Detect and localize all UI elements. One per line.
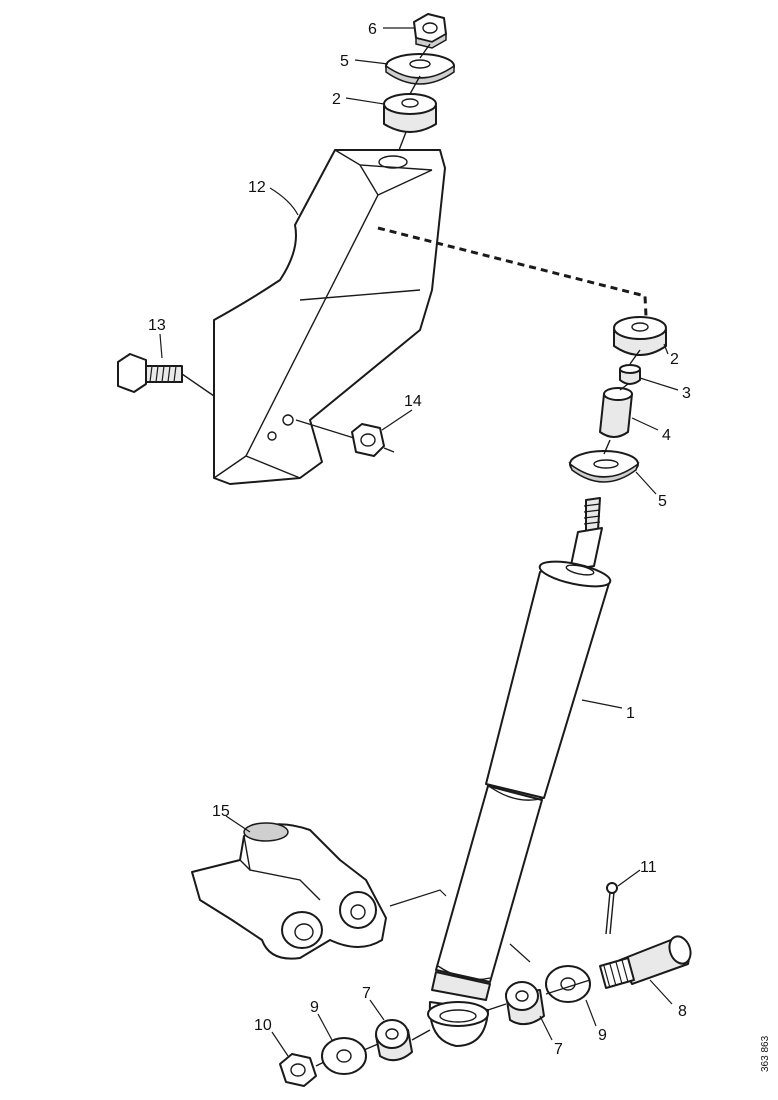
callout-4: 4 <box>662 427 671 444</box>
drawing-reference-number: 363 863 <box>760 1035 771 1072</box>
callout-5-right: 5 <box>658 493 667 510</box>
sleeve-part-4 <box>599 387 633 438</box>
hex-nut-part-14 <box>351 423 395 457</box>
leader-lines <box>159 27 679 1057</box>
spacer-part-3 <box>619 364 641 385</box>
callout-2-top: 2 <box>332 91 341 108</box>
stud-bolt-part-8 <box>599 935 692 989</box>
callout-13: 13 <box>148 317 166 334</box>
right-bushing-part-7 <box>505 981 545 1026</box>
callout-5-top: 5 <box>340 53 349 70</box>
callout-8: 8 <box>678 1003 687 1020</box>
top-washer-part-5 <box>385 53 455 85</box>
assembly-dashed-line <box>377 226 648 317</box>
callout-9-left: 9 <box>310 999 319 1016</box>
callout-2-right: 2 <box>670 351 679 368</box>
left-bushing-part-7 <box>375 1019 413 1062</box>
top-nut-part-6 <box>413 13 447 49</box>
lower-bracket-part-15 <box>191 822 387 960</box>
callout-10: 10 <box>254 1017 272 1034</box>
callout-3: 3 <box>682 385 691 402</box>
callout-7-left: 7 <box>362 985 371 1002</box>
callout-12: 12 <box>248 179 266 196</box>
right-bushing-part-2 <box>613 316 667 356</box>
mounting-bracket-part-12 <box>213 149 446 485</box>
callout-9-right: 9 <box>598 1027 607 1044</box>
callout-14: 14 <box>404 393 422 410</box>
cup-washer-part-5 <box>568 450 640 483</box>
callout-6-top: 6 <box>368 21 377 38</box>
right-washer-part-9 <box>545 965 591 1003</box>
callout-7-right: 7 <box>554 1041 563 1058</box>
lock-nut-part-10 <box>279 1053 317 1087</box>
callout-15: 15 <box>212 803 230 820</box>
callout-11: 11 <box>640 859 657 876</box>
top-bushing-part-2 <box>383 93 437 133</box>
shock-absorber-part-1 <box>427 497 612 1047</box>
left-washer-part-9 <box>321 1037 367 1075</box>
split-pin-part-11 <box>605 882 618 935</box>
hex-bolt-part-13 <box>117 353 215 397</box>
callout-1: 1 <box>626 705 635 722</box>
